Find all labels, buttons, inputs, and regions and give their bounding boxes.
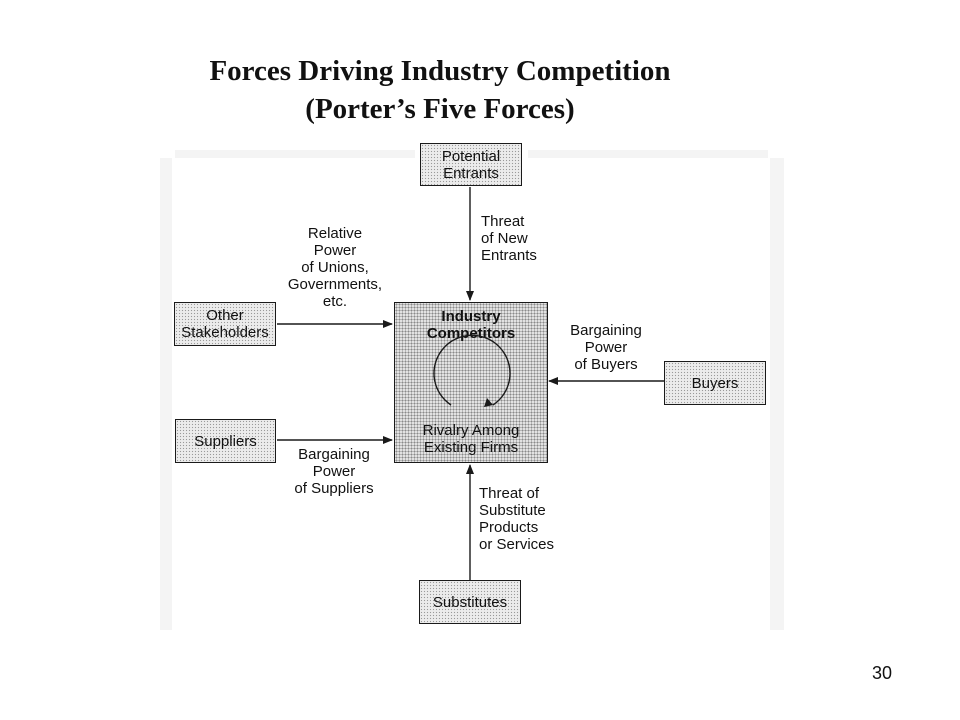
box-suppliers: Suppliers — [175, 419, 276, 463]
box-potential-entrants: Potential Entrants — [420, 143, 522, 186]
diagram-title-line2: (Porter’s Five Forces) — [305, 93, 575, 125]
box-potential-entrants-line2: Entrants — [443, 164, 499, 182]
box-other-stakeholders-line1: Other — [206, 307, 244, 324]
box-suppliers-line1: Suppliers — [194, 432, 257, 450]
center-title-line1: Industry — [441, 308, 501, 325]
label-power-suppliers-line2: Power — [312, 463, 356, 480]
label-relative-power: Relative Power of Unions, Governments, e… — [275, 225, 395, 310]
box-buyers-line1: Buyers — [691, 374, 739, 392]
center-title: Industry Competitors — [395, 308, 547, 342]
label-relative-power-line5: etc. — [322, 293, 348, 310]
box-substitutes-line1: Substitutes — [432, 593, 508, 611]
label-threat-substitutes-line3: Products — [479, 519, 539, 536]
label-relative-power-line4: Governments, — [287, 276, 383, 293]
box-buyers: Buyers — [664, 361, 766, 405]
label-power-buyers: Bargaining Power of Buyers — [556, 322, 656, 373]
label-relative-power-line3: of Unions, — [301, 259, 369, 276]
label-threat-new-entrants-line3: Entrants — [481, 247, 537, 264]
box-other-stakeholders: Other Stakeholders — [174, 302, 276, 346]
center-rivalry-text: Rivalry Among Existing Firms — [395, 422, 547, 456]
box-potential-entrants-line1: Potential — [441, 147, 501, 165]
box-substitutes: Substitutes — [419, 580, 521, 624]
center-rivalry-line1: Rivalry Among — [422, 422, 520, 439]
background-scan-band — [160, 150, 784, 630]
label-threat-substitutes: Threat of Substitute Products or Service… — [479, 485, 554, 553]
label-power-suppliers-line1: Bargaining — [298, 446, 370, 463]
box-other-stakeholders-line2: Stakeholders — [181, 324, 269, 341]
label-power-suppliers: Bargaining Power of Suppliers — [280, 446, 388, 497]
label-power-buyers-line2: Power — [584, 339, 628, 356]
label-threat-new-entrants: Threat of New Entrants — [481, 213, 537, 264]
label-threat-substitutes-line1: Threat of — [479, 485, 540, 502]
box-industry-competitors: Industry Competitors Rivalry Among Exist… — [394, 302, 548, 463]
label-threat-new-entrants-line2: of New — [481, 230, 528, 247]
label-power-suppliers-line3: of Suppliers — [294, 480, 374, 497]
center-title-line2: Competitors — [426, 325, 516, 342]
label-relative-power-line1: Relative — [307, 225, 363, 242]
label-threat-substitutes-line4: or Services — [479, 536, 555, 553]
page-number: 30 — [872, 663, 893, 683]
label-threat-substitutes-line2: Substitute — [479, 502, 546, 519]
label-relative-power-line2: Power — [313, 242, 357, 259]
center-rivalry-line2: Existing Firms — [423, 439, 519, 456]
rivalry-cycle-icon — [433, 334, 511, 407]
label-power-buyers-line1: Bargaining — [570, 322, 642, 339]
label-power-buyers-line3: of Buyers — [574, 356, 638, 373]
label-threat-new-entrants-line1: Threat — [481, 213, 525, 230]
diagram-title-line1: Forces Driving Industry Competition — [209, 55, 671, 87]
